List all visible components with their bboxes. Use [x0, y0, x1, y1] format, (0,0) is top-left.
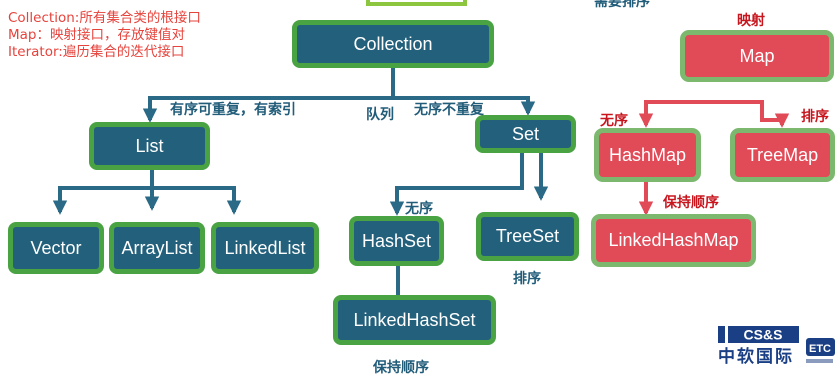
note-iterator: Iterator:遍历集合的迭代接口 — [8, 44, 185, 60]
label-linkedhashset-ordered: 保持顺序 — [373, 360, 429, 376]
top-partial-text: 需要排序 — [594, 0, 650, 10]
node-linkedhashset[interactable]: LinkedHashSet — [333, 295, 496, 345]
connector-list-linkedlist — [152, 186, 242, 215]
note-map: Map：映射接口，存放键值对 — [8, 27, 185, 43]
node-map[interactable]: Map — [680, 30, 834, 82]
node-vector[interactable]: Vector — [8, 222, 104, 274]
connector-set-hashset — [389, 150, 524, 216]
node-arraylist[interactable]: ArrayList — [109, 222, 205, 274]
logo-bottom-text: 中软国际 — [718, 346, 794, 367]
logo-side-text: ETC — [809, 343, 831, 355]
node-linkedlist[interactable]: LinkedList — [211, 222, 319, 274]
label-treemap-sorted: 排序 — [801, 109, 829, 125]
label-queue: 队列 — [366, 107, 394, 123]
node-hashmap[interactable]: HashMap — [594, 128, 701, 182]
label-set-unordered: 无序不重复 — [414, 102, 484, 118]
node-set[interactable]: Set — [475, 115, 576, 153]
connector-collection-list — [142, 66, 395, 123]
node-treeset[interactable]: TreeSet — [476, 212, 579, 261]
node-hashset[interactable]: HashSet — [349, 216, 444, 266]
node-list[interactable]: List — [89, 122, 210, 170]
connector-map-treemap — [760, 108, 790, 128]
label-list-ordered: 有序可重复，有索引 — [170, 102, 296, 118]
label-treeset-sorted: 排序 — [513, 271, 541, 287]
connector-top-green — [366, 0, 467, 6]
node-linkedhashmap[interactable]: LinkedHashMap — [591, 214, 756, 267]
label-hashmap-unordered: 无序 — [600, 113, 628, 129]
node-collection[interactable]: Collection — [292, 20, 494, 68]
label-hashset-unordered: 无序 — [405, 201, 433, 217]
note-collection: Collection:所有集合类的根接口 — [8, 10, 201, 26]
connector-list-vector — [52, 168, 154, 215]
connector-collection-set — [393, 96, 536, 116]
node-treemap[interactable]: TreeMap — [730, 128, 835, 182]
label-map: 映射 — [737, 13, 765, 29]
logo-top-text: CS&S — [744, 327, 783, 343]
label-linkedhashmap-ordered: 保持顺序 — [663, 195, 719, 211]
company-logo: CS&S 中软国际 ETC — [718, 324, 835, 375]
connector-map-hashmap — [638, 100, 764, 128]
